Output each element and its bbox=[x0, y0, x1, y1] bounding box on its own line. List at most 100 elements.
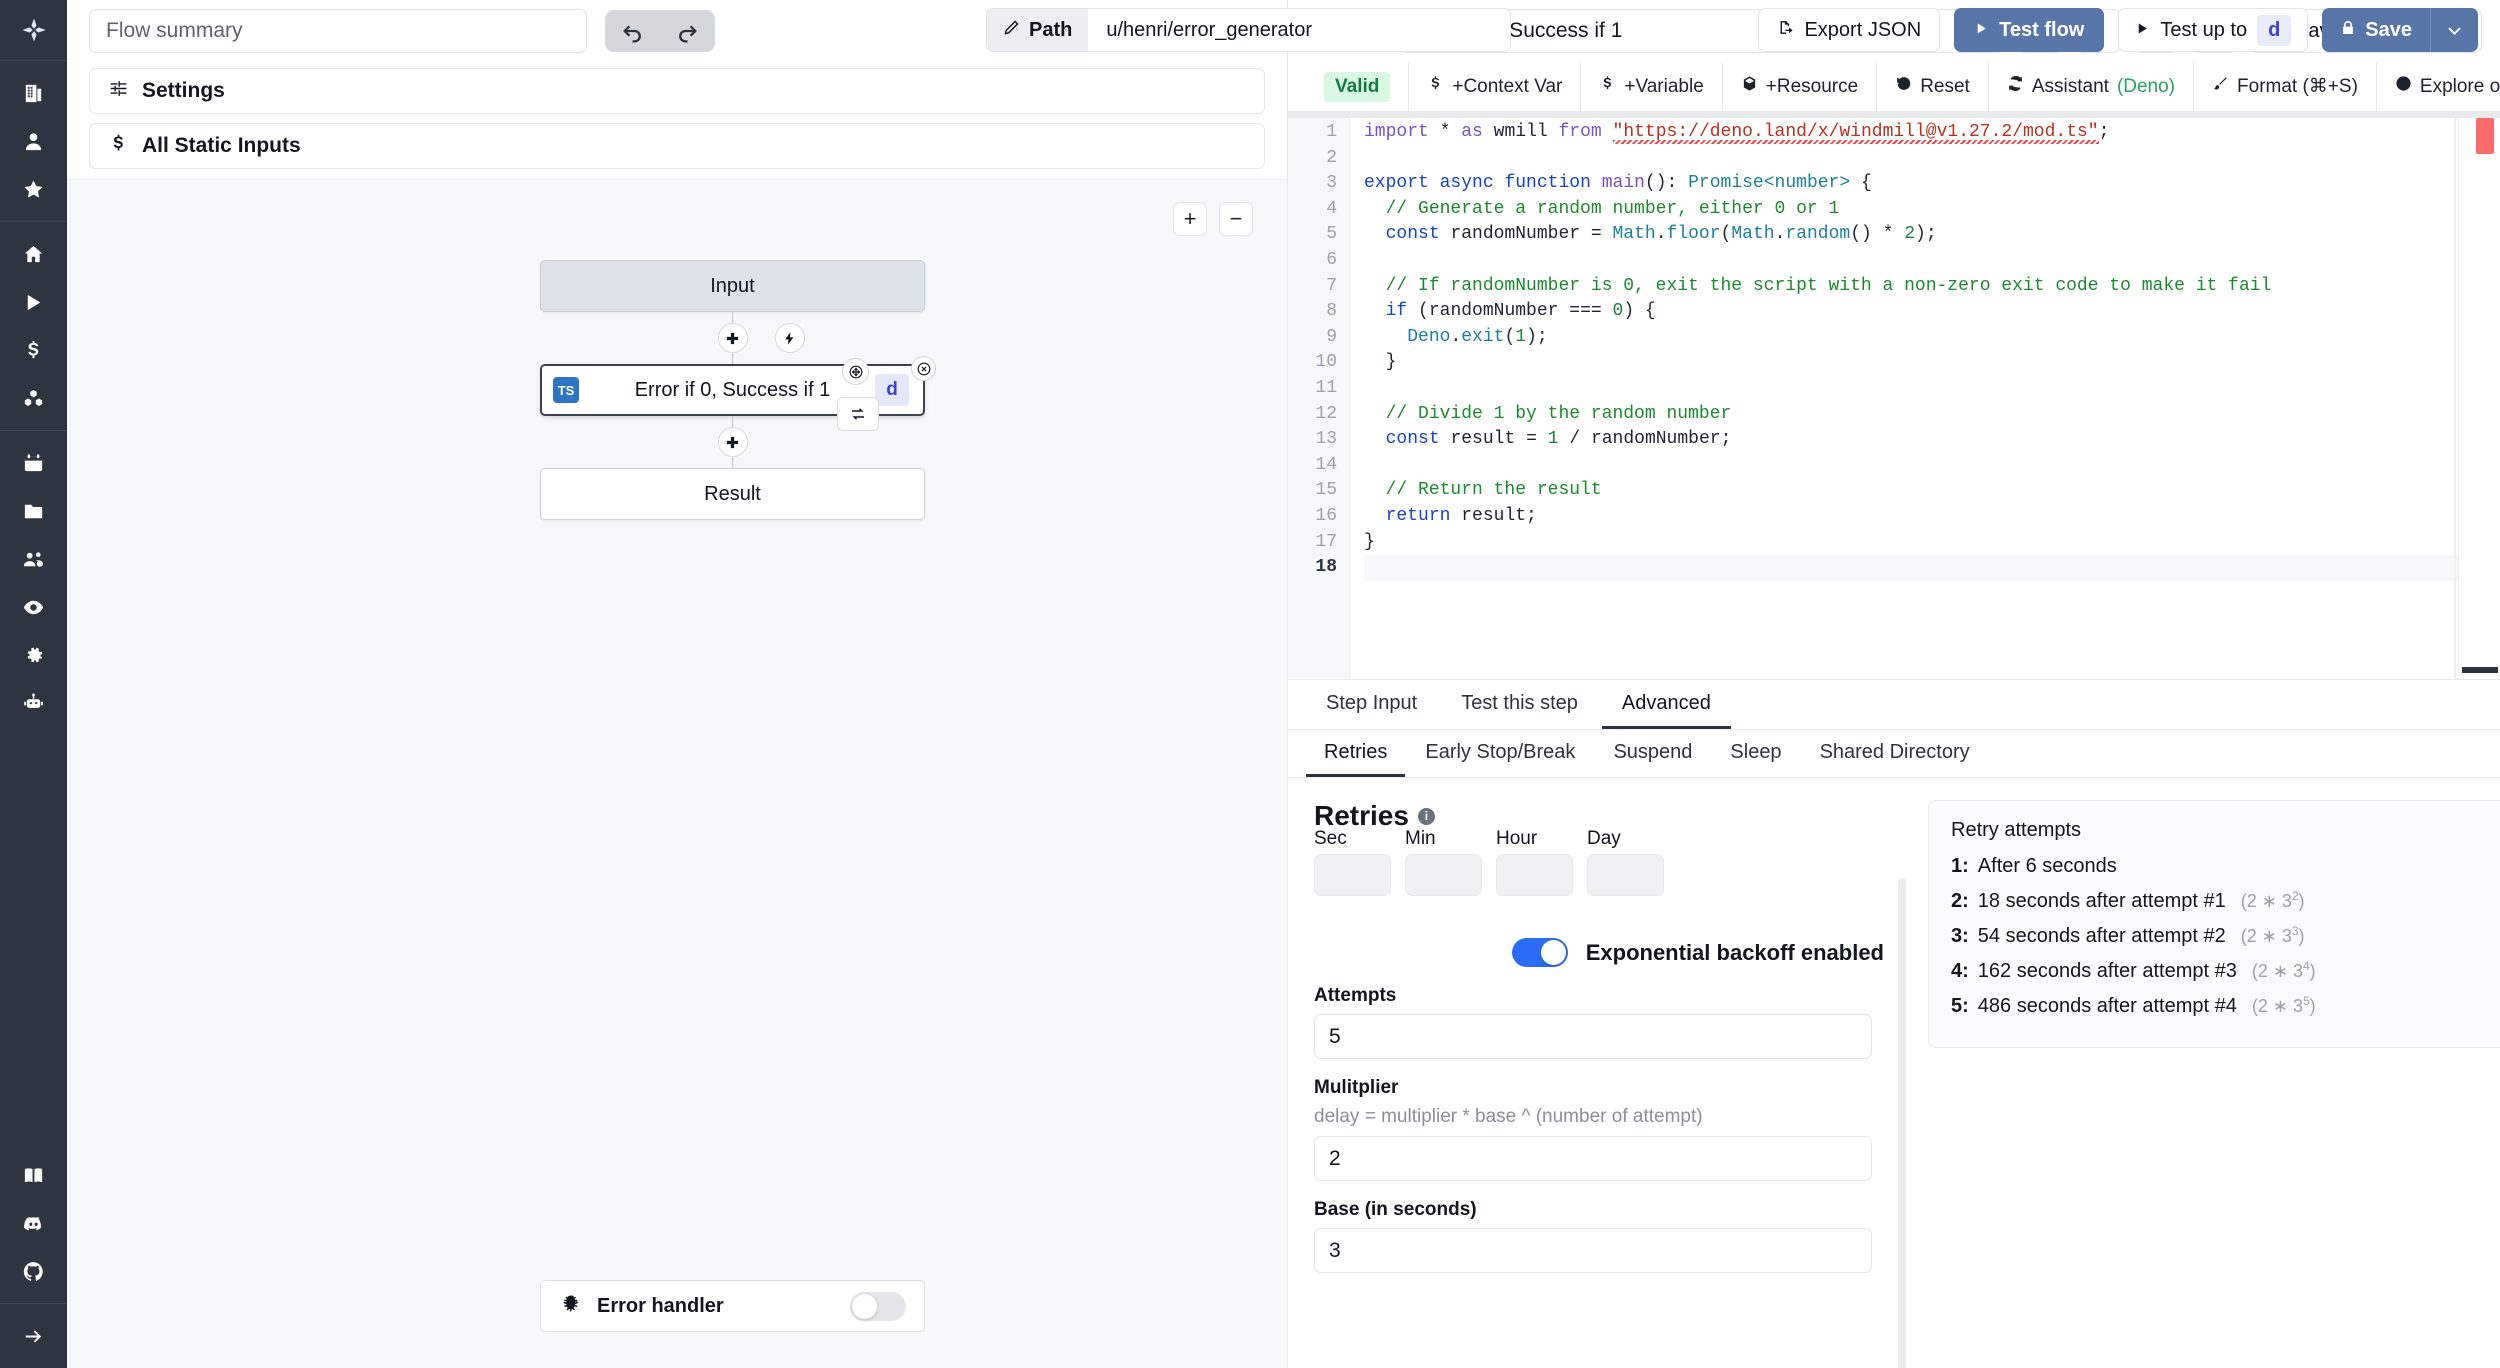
schedules-calendar-icon[interactable] bbox=[0, 439, 67, 487]
flow-node-result[interactable]: Result bbox=[540, 468, 925, 520]
add-context-var-label: +Context Var bbox=[1452, 75, 1563, 97]
minimap-hscroll-thumb[interactable] bbox=[2462, 667, 2498, 673]
line-number: 1 bbox=[1326, 122, 1337, 142]
test-up-to-button[interactable]: Test up to d bbox=[2118, 8, 2309, 52]
retries-hour-input[interactable] bbox=[1496, 854, 1573, 896]
error-handler-node[interactable]: Error handler bbox=[540, 1280, 925, 1332]
step-detail-pane: Deno Save to workspace Valid bbox=[1288, 0, 2500, 1368]
subtab-shared-directory[interactable]: Shared Directory bbox=[1819, 741, 1970, 763]
github-icon[interactable] bbox=[0, 1247, 67, 1295]
edit-path-button[interactable]: Path bbox=[987, 9, 1089, 51]
editor-scrollbar[interactable] bbox=[2454, 118, 2456, 679]
user-icon[interactable] bbox=[0, 117, 67, 165]
add-variable-button[interactable]: +Variable bbox=[1581, 62, 1723, 111]
zoom-out-button[interactable]: − bbox=[1219, 202, 1253, 236]
attempts-input[interactable] bbox=[1314, 1014, 1872, 1059]
settings-gear-icon[interactable] bbox=[0, 631, 67, 679]
star-icon[interactable] bbox=[0, 165, 67, 213]
add-variable-label: +Variable bbox=[1624, 75, 1704, 97]
runs-play-icon[interactable] bbox=[0, 278, 67, 326]
test-flow-button[interactable]: Test flow bbox=[1954, 8, 2105, 52]
retry-attempt-row: 2: 18 seconds after attempt #1 (2 ∗ 32) bbox=[1951, 889, 2500, 913]
retry-attempt-index: 1: bbox=[1951, 855, 1969, 877]
tab-step-input[interactable]: Step Input bbox=[1326, 692, 1418, 714]
path-value[interactable]: u/henri/error_generator bbox=[1106, 18, 1313, 41]
add-resource-button[interactable]: +Resource bbox=[1723, 62, 1878, 111]
editor-minimap[interactable] bbox=[2458, 112, 2500, 679]
expand-arrow-right-icon[interactable] bbox=[0, 1312, 67, 1360]
retries-min-input[interactable] bbox=[1405, 854, 1482, 896]
undo-button[interactable] bbox=[605, 10, 660, 52]
retry-attempt-text: 54 seconds after attempt #2 bbox=[1977, 925, 2226, 947]
workspace-icon[interactable] bbox=[0, 69, 67, 117]
redo-button[interactable] bbox=[660, 10, 715, 52]
static-inputs-panel-header[interactable]: All Static Inputs bbox=[89, 123, 1265, 169]
discord-icon[interactable] bbox=[0, 1199, 67, 1247]
add-step-button-bottom[interactable] bbox=[717, 427, 748, 457]
retry-attempt-index: 2: bbox=[1951, 890, 1969, 912]
retry-attempt-text: 486 seconds after attempt #4 bbox=[1977, 995, 2237, 1017]
groups-icon[interactable] bbox=[0, 535, 67, 583]
retry-attempt-index: 4: bbox=[1951, 960, 1969, 982]
flow-node-input[interactable]: Input bbox=[540, 260, 925, 312]
zoom-in-button[interactable]: + bbox=[1173, 202, 1207, 236]
multiplier-input[interactable] bbox=[1314, 1136, 1872, 1181]
line-number: 8 bbox=[1326, 301, 1337, 322]
retry-attempt-index: 3: bbox=[1951, 925, 1969, 947]
reset-button[interactable]: Reset bbox=[1877, 62, 1989, 111]
retries-sec-input[interactable] bbox=[1314, 854, 1391, 896]
code-line-14 bbox=[1364, 453, 2458, 479]
add-step-button-top[interactable] bbox=[717, 323, 748, 353]
subtab-sleep[interactable]: Sleep bbox=[1730, 741, 1782, 763]
assistant-button[interactable]: Assistant (Deno) bbox=[1989, 62, 2195, 111]
retries-day-input[interactable] bbox=[1587, 854, 1664, 896]
save-button[interactable]: Save bbox=[2322, 8, 2430, 52]
subtab-early-stop-break[interactable]: Early Stop/Break bbox=[1425, 741, 1576, 763]
line-number: 12 bbox=[1315, 403, 1337, 424]
tab-advanced[interactable]: Advanced bbox=[1601, 681, 1731, 729]
flow-graph: Input TS Error if 0, Success if 1 d bbox=[540, 260, 936, 520]
flow-node-step-d[interactable]: TS Error if 0, Success if 1 d bbox=[540, 356, 936, 431]
workers-robot-icon[interactable] bbox=[0, 679, 67, 727]
explore-icon bbox=[2395, 75, 2412, 98]
add-context-var-button[interactable]: +Context Var bbox=[1409, 62, 1582, 111]
line-number: 16 bbox=[1315, 505, 1337, 526]
add-trigger-bolt-icon[interactable] bbox=[774, 323, 805, 353]
base-input[interactable] bbox=[1314, 1228, 1872, 1273]
chevron-down-icon[interactable] bbox=[2431, 8, 2478, 52]
editor-code-area[interactable]: import * as wmill from "https://deno.lan… bbox=[1350, 112, 2458, 679]
rail-group-main bbox=[0, 222, 67, 430]
home-icon[interactable] bbox=[0, 230, 67, 278]
retry-attempt-text: After 6 seconds bbox=[1977, 855, 2117, 877]
flow-summary-input[interactable] bbox=[89, 9, 587, 53]
subtab-suspend[interactable]: Suspend bbox=[1613, 741, 1693, 763]
resource-icon bbox=[1741, 75, 1758, 98]
multiplier-field: Mulitplier delay = multiplier * base ^ (… bbox=[1314, 1077, 1884, 1181]
node-retry-icon[interactable] bbox=[837, 397, 879, 431]
audit-eye-icon[interactable] bbox=[0, 583, 67, 631]
docs-book-icon[interactable] bbox=[0, 1151, 67, 1199]
subtab-retries[interactable]: Retries bbox=[1306, 731, 1406, 777]
exponential-backoff-toggle[interactable] bbox=[1511, 938, 1568, 967]
resources-cubes-icon[interactable] bbox=[0, 374, 67, 422]
attempts-field: Attempts bbox=[1314, 985, 1884, 1059]
windmill-logo-icon[interactable] bbox=[0, 0, 67, 60]
tab-test-this-step[interactable]: Test this step bbox=[1461, 692, 1578, 714]
explore-other-scripts-button[interactable]: Explore other s bbox=[2377, 62, 2500, 111]
move-node-handle[interactable] bbox=[842, 358, 869, 385]
variables-dollar-icon[interactable] bbox=[0, 326, 67, 374]
error-handler-toggle[interactable] bbox=[850, 1291, 906, 1321]
delete-node-close-icon[interactable] bbox=[911, 356, 936, 381]
toggle-knob bbox=[852, 1293, 877, 1319]
info-icon[interactable]: i bbox=[1417, 807, 1435, 825]
retries-scrollbar[interactable] bbox=[1898, 878, 1906, 1368]
format-button[interactable]: Format (⌘+S) bbox=[2194, 62, 2377, 111]
play-icon bbox=[2135, 19, 2150, 42]
line-number: 7 bbox=[1326, 275, 1337, 296]
settings-panel-header[interactable]: Settings bbox=[89, 68, 1265, 114]
export-json-button[interactable]: Export JSON bbox=[1758, 8, 1941, 52]
retries-heading: Retries i bbox=[1314, 800, 1884, 832]
folders-icon[interactable] bbox=[0, 487, 67, 535]
flow-graph-canvas[interactable]: + − Input TS Error bbox=[67, 179, 1287, 1368]
